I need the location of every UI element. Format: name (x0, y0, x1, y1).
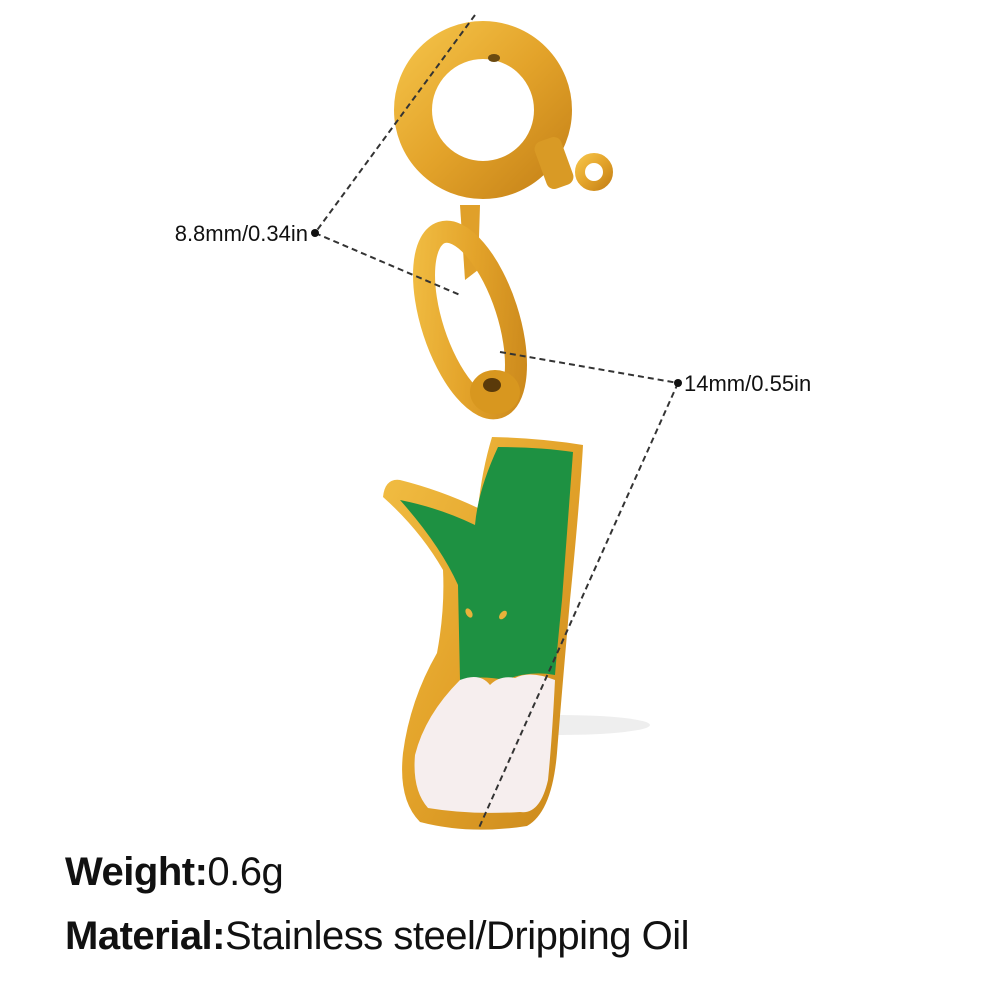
pendant-eye-hole (483, 378, 501, 392)
pendant-dimension-line (477, 382, 679, 831)
weight-value: 0.6g (207, 850, 284, 894)
spring-clasp (394, 21, 614, 199)
leek-pendant (383, 437, 583, 830)
clasp-dimension-dot (311, 229, 319, 237)
pendant-dimension-label: 14mm/0.55in (684, 371, 812, 396)
pendant-dimension-dot (674, 379, 682, 387)
clasp-dimension-leader (314, 232, 461, 296)
weight-spec: Weight:0.6g (65, 850, 284, 894)
clasp-dimension-label: 8.8mm/0.34in (174, 221, 308, 246)
pendant-eye (470, 370, 520, 414)
weight-label: Weight: (65, 850, 208, 894)
clasp-dimension-line (314, 14, 476, 234)
dimension-lines (314, 14, 679, 831)
material-label: Material: (65, 914, 226, 958)
pendant-dimension-leader (499, 351, 679, 384)
material-value: Stainless steel/Dripping Oil (225, 914, 690, 958)
material-spec: Material:Stainless steel/Dripping Oil (65, 914, 690, 958)
